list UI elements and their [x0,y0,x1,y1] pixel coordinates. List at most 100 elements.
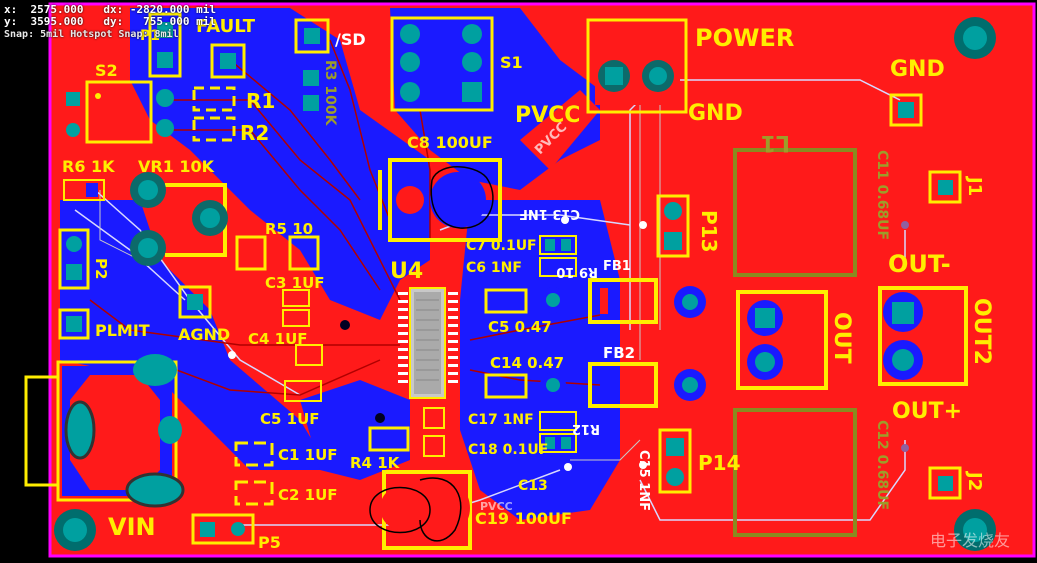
ferrite-fb1[interactable] [588,278,658,324]
capacitor-c5-1uf[interactable] [284,380,322,402]
potentiometer-vr1[interactable] [130,172,228,266]
pvcc-pour [520,90,600,170]
small-vias [228,216,909,471]
label-r5: R5 10 [265,220,313,238]
label-gnd-right: GND [688,101,743,126]
label-r6: R6 1K [62,157,115,176]
label-r12: R12 [572,421,600,436]
label-s1: S1 [500,53,523,72]
label-c3: C3 1UF [265,274,325,292]
label-out: OUT [829,312,854,364]
capacitor-c14[interactable] [484,373,528,399]
label-pvcc-bottom: PVCC [480,500,513,513]
board-outline [48,2,1036,558]
pad-fault[interactable] [210,43,246,79]
label-c18: C18 0.1UF [468,442,548,458]
label-c8: C8 100UF [407,133,493,152]
watermark: 电子发烧友 [930,531,1010,550]
label-pvcc-top: PVCC [515,103,580,128]
connector-out[interactable] [736,290,828,390]
capacitor-c5-047[interactable] [484,288,528,314]
label-out-plus: OUT+ [892,399,962,424]
switch-s2[interactable] [66,80,174,144]
label-plmit: PLMIT [95,321,150,340]
pad-gnd[interactable] [889,93,923,127]
label-r3: R3 100K [322,60,338,127]
label-c13: C13 1NF [519,206,580,221]
label-r4: R4 1K [350,454,401,472]
label-p2: P2 [92,258,110,279]
label-j2: J2 [964,470,985,491]
label-c12: C12 0.68UF [874,420,890,510]
switch-s1[interactable] [390,16,494,112]
resistor-r3[interactable] [303,70,319,111]
resistor-r5[interactable] [235,235,320,271]
header-p5[interactable] [191,513,255,545]
label-power: POWER [695,24,794,52]
bottom-copper-layer [60,8,620,520]
pad-agnd[interactable] [178,285,212,319]
label-c19: C19 100UF [475,509,572,528]
capacitor-c8[interactable] [378,158,502,242]
label-p14: P14 [698,451,741,475]
label-r2: R2 [240,121,269,145]
inductor-l1[interactable] [733,148,857,537]
label-c11: C11 0.68UF [874,150,890,240]
resistor-r4[interactable] [368,426,410,452]
capacitor-c6[interactable] [539,257,577,277]
ferrite-fb2[interactable] [588,362,658,408]
capacitor-c18[interactable] [423,433,577,457]
label-c14: C14 0.47 [490,354,564,372]
pad-sd[interactable] [294,18,330,54]
connector-vin[interactable] [24,354,185,508]
label-u4: U4 [390,259,423,284]
label-c6: C6 1NF [466,260,522,276]
label-p1: P1 [140,28,160,44]
header-p14[interactable] [658,428,692,494]
large-vias [540,286,706,401]
label-c2: C2 1UF [278,486,338,504]
label-c4: C4 1UF [248,330,308,348]
label-c5-1uf: C5 1UF [260,410,320,428]
label-p5: P5 [258,533,281,552]
hud-snap: Snap: 5mil Hotspot Snap: 8mil [4,29,179,40]
connector-out2[interactable] [878,286,968,386]
label-c13-bottom: C13 [518,478,548,494]
label-vin: VIN [108,513,156,541]
label-c7: C7 0.1UF [466,238,537,254]
label-vr1: VR1 10K [138,157,215,176]
pad-plmit[interactable] [58,308,90,340]
label-s2: S2 [95,61,118,80]
resistor-r1[interactable] [192,86,236,112]
connector-power[interactable] [586,18,688,114]
header-p13[interactable] [656,194,690,258]
hud-dx: dx: -2820.000 mil [103,3,216,16]
label-fb1: FB1 [603,259,631,274]
label-agnd: AGND [178,325,230,344]
ic-u4[interactable] [398,287,458,399]
top-traces [89,39,601,396]
hud-y: y: 3595.000 [4,15,84,28]
label-out2: OUT2 [969,298,994,365]
resistor-r6[interactable] [63,179,105,201]
capacitor-c7[interactable] [539,235,577,255]
capacitor-c1[interactable] [234,441,274,467]
header-p1[interactable] [148,12,182,78]
hud-x: x: 2575.000 [4,3,84,16]
capacitor-c17[interactable] [423,407,577,431]
resistor-r2[interactable] [192,116,236,142]
header-p2[interactable] [58,228,90,290]
capacitor-c2[interactable] [234,480,274,506]
capacitor-c3[interactable] [282,289,310,327]
pad-j1[interactable] [928,170,962,204]
label-out-minus: OUT- [888,250,951,278]
label-r9: R9 10 [556,264,598,279]
capacitor-c4[interactable] [295,344,323,366]
capacitor-c19[interactable] [369,470,472,550]
label-c1: C1 1UF [278,446,338,464]
label-c5-047: C5 0.47 [488,318,552,336]
pad-j2[interactable] [928,466,962,500]
mounting-holes [54,17,996,551]
